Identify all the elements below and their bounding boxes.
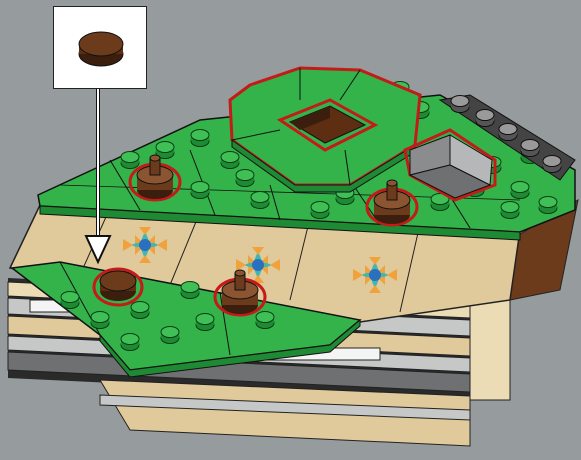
parts-callout-box xyxy=(53,6,147,89)
brown-round-plate xyxy=(94,269,142,305)
round-plate-icon xyxy=(54,7,148,90)
